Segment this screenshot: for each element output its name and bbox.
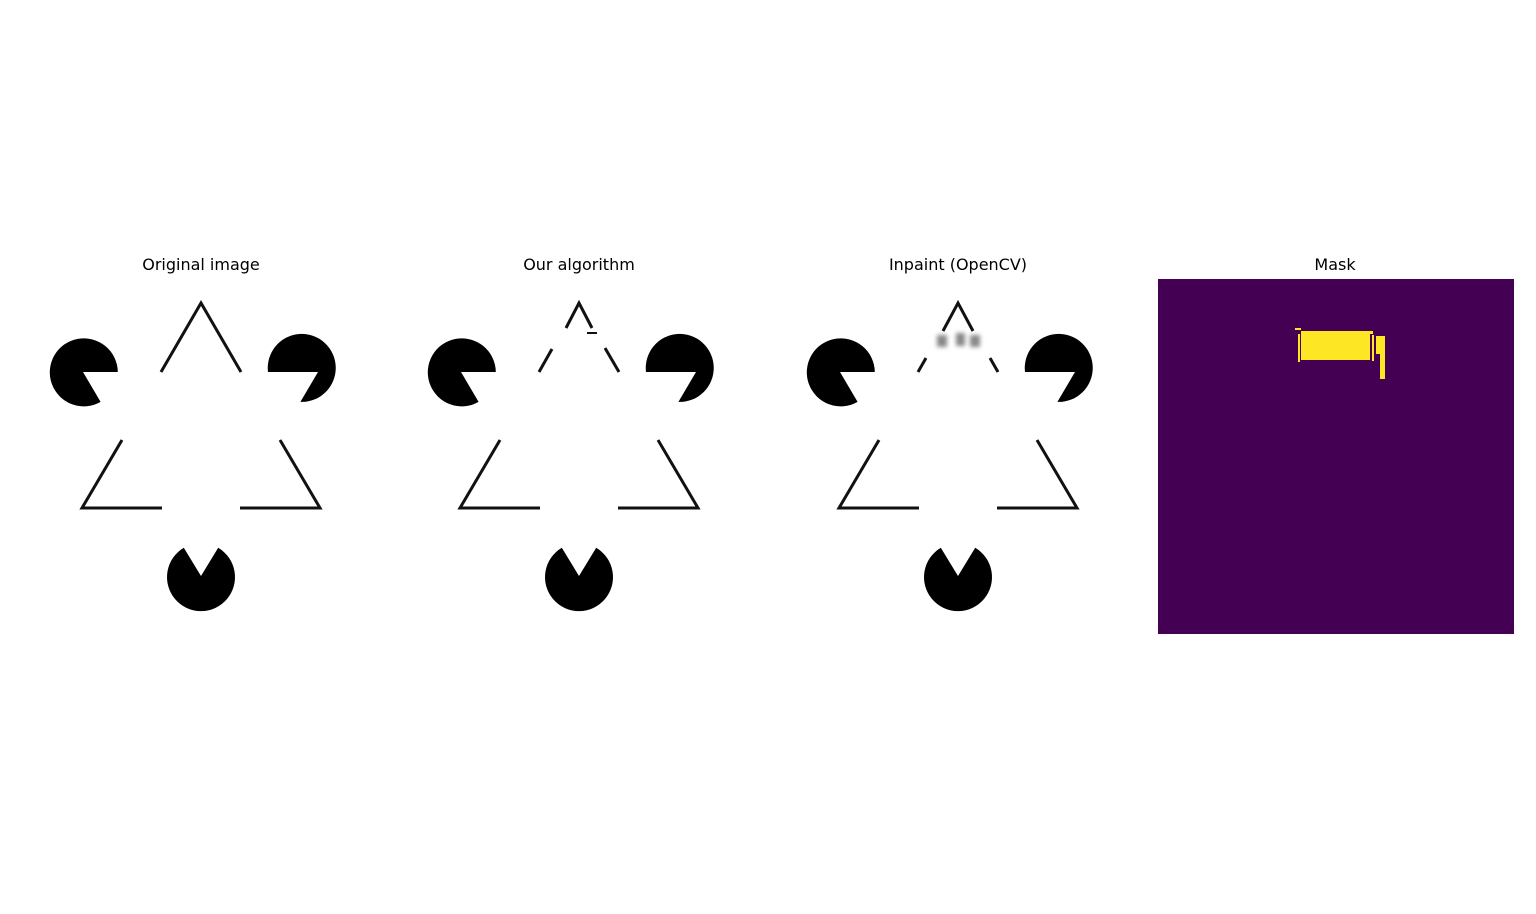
mask-region bbox=[1295, 328, 1385, 379]
pacman-bottom bbox=[924, 547, 992, 612]
pacman-top-left bbox=[427, 338, 496, 407]
triangle-line-top-right-segment bbox=[603, 347, 621, 373]
pacman-bottom bbox=[167, 547, 236, 612]
triangle-line-top-left-segment bbox=[916, 357, 928, 373]
pacman-top-right bbox=[267, 333, 336, 402]
triangle-line-bottom-right bbox=[997, 439, 1080, 510]
inpaint-image-panel bbox=[806, 299, 1093, 612]
pacman-top-left bbox=[806, 338, 875, 407]
kanizsa-figure-inpaint bbox=[806, 299, 1093, 612]
triangle-line-bottom-left bbox=[457, 439, 540, 510]
pacman-top-right bbox=[1024, 333, 1093, 402]
algorithm-image-panel bbox=[427, 299, 714, 612]
triangle-line-top-partial bbox=[941, 299, 975, 332]
triangle-line-bottom-right bbox=[240, 439, 323, 510]
kanizsa-figure-algorithm bbox=[427, 299, 714, 612]
pacman-top-right bbox=[645, 333, 714, 402]
triangle-line-bottom-left bbox=[836, 439, 919, 510]
triangle-line-top-partial bbox=[564, 299, 594, 329]
panel-title-algorithm: Our algorithm bbox=[523, 255, 635, 274]
inpaint-blur-artifacts bbox=[937, 333, 980, 347]
pacman-bottom bbox=[545, 547, 613, 612]
pacman-top-left bbox=[49, 338, 118, 407]
triangle-line-top bbox=[159, 300, 243, 373]
kanizsa-figure-original bbox=[49, 300, 336, 612]
panel-title-original: Original image bbox=[142, 255, 260, 274]
triangle-line-top-right-segment bbox=[988, 357, 1000, 373]
triangle-line-bottom-right bbox=[618, 439, 701, 510]
panel-title-inpaint: Inpaint (OpenCV) bbox=[888, 255, 1028, 274]
original-image-panel bbox=[49, 300, 336, 612]
triangle-line-bottom-left bbox=[79, 439, 162, 510]
panel-title-mask: Mask bbox=[1314, 255, 1356, 274]
triangle-line-top-left-segment bbox=[537, 348, 554, 373]
mask-image-panel bbox=[1158, 279, 1514, 634]
